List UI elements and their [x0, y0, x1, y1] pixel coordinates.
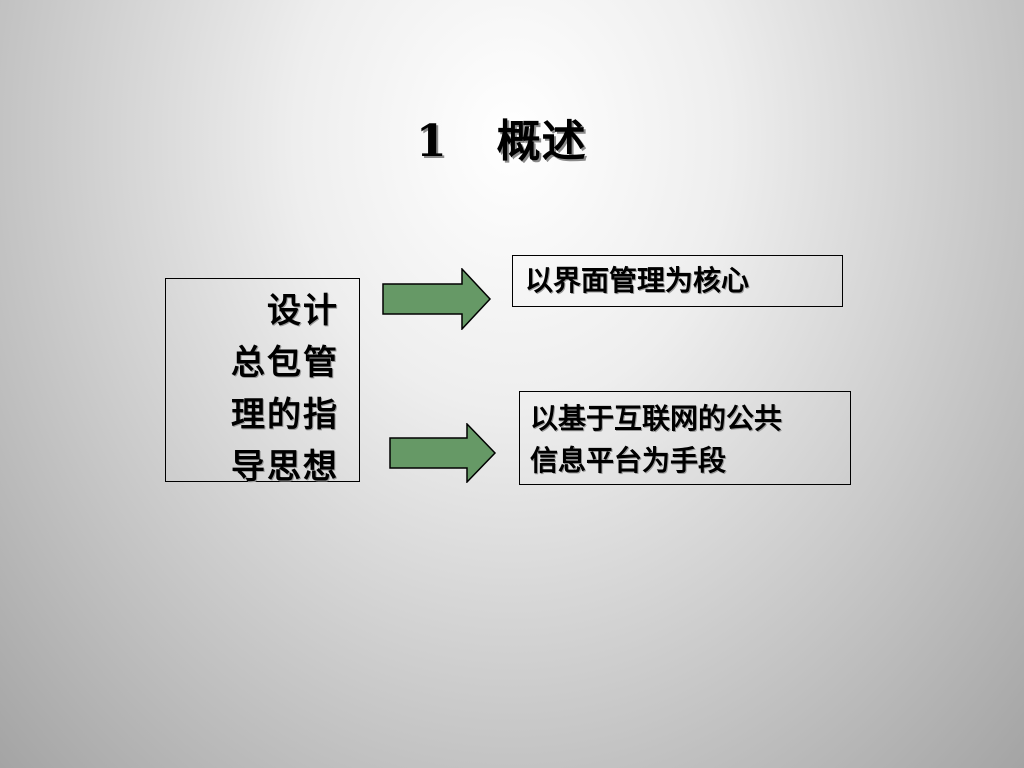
interface-management-core-box: 以界面管理为核心: [512, 255, 843, 307]
guiding-idea-line-3: 理的指: [231, 395, 339, 435]
internet-platform-means-box: 以基于互联网的公共 信息平台为手段: [519, 391, 851, 485]
internet-platform-line-1: 以基于互联网的公共: [530, 402, 783, 435]
right-arrow-icon: [382, 268, 492, 330]
guiding-idea-line-2: 总包管: [231, 343, 339, 383]
slide-title: 1 概述: [416, 116, 587, 167]
guiding-idea-box: 设计 总包管 理的指 导思想: [165, 278, 360, 487]
guiding-idea-line-1: 设计: [267, 291, 339, 331]
guiding-idea-line-4: 导思想: [231, 447, 339, 487]
internet-platform-line-2: 信息平台为手段: [530, 444, 727, 477]
interface-management-core-text: 以界面管理为核心: [525, 264, 750, 297]
right-arrow-icon: [389, 423, 497, 483]
